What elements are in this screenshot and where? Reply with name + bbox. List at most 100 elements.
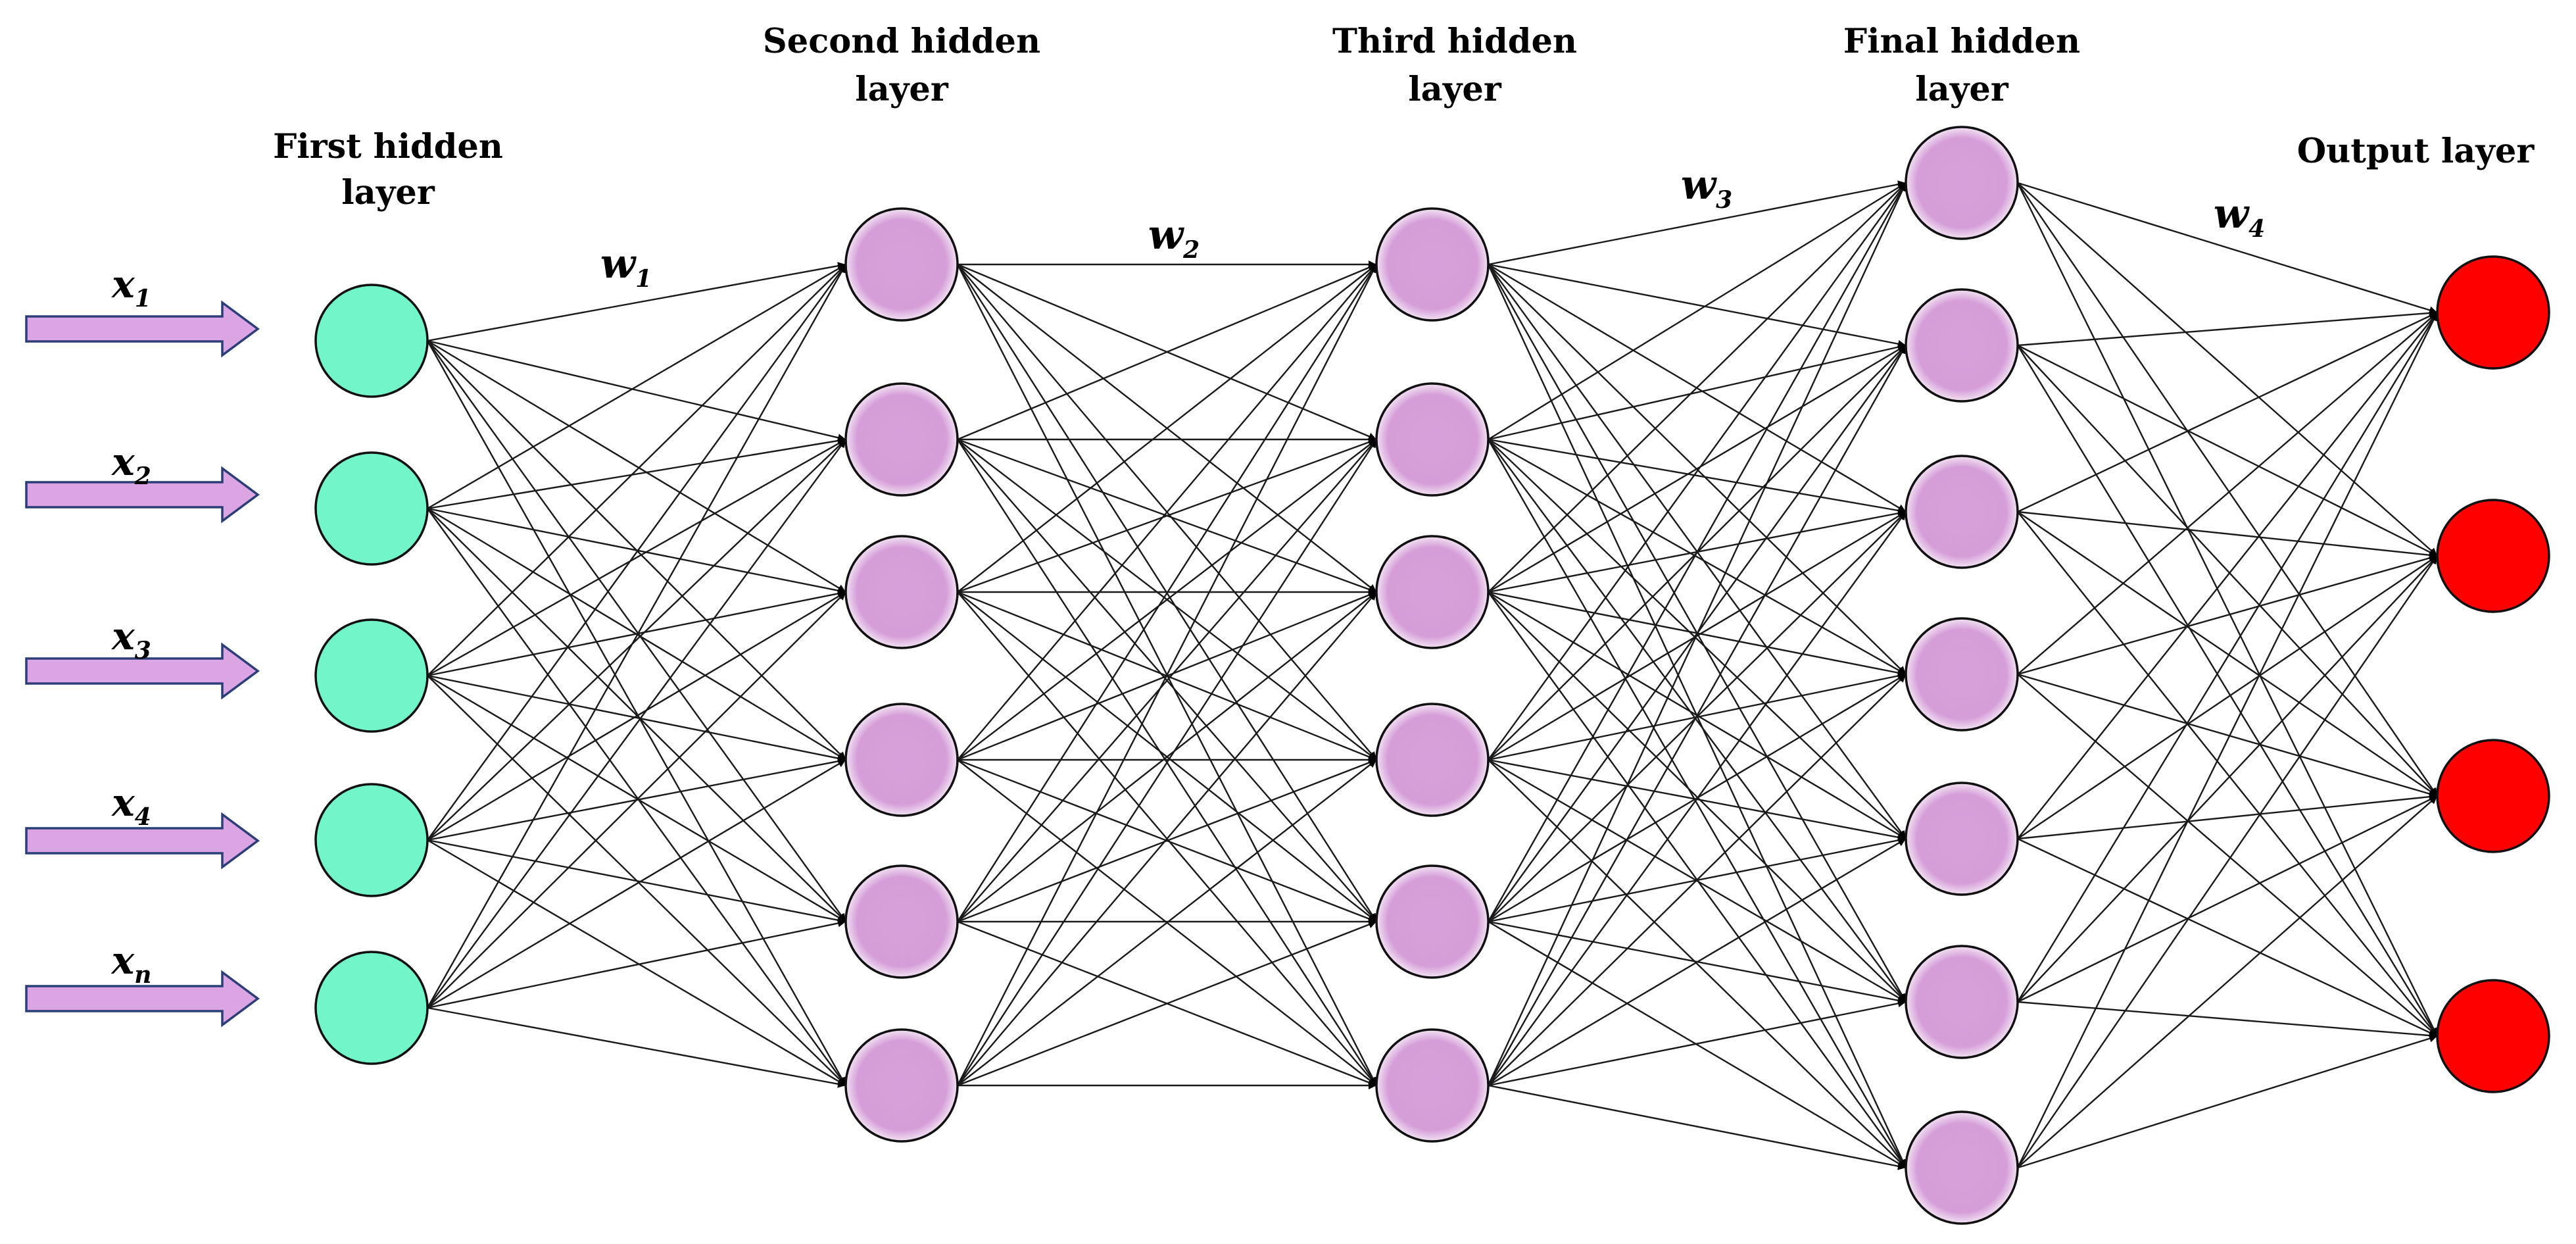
weight-label-2: w2 bbox=[1148, 211, 1200, 264]
neuron-layer-4-4 bbox=[1905, 617, 2019, 732]
neuron-layer-1-3 bbox=[314, 618, 429, 733]
weight-label-1: w1 bbox=[600, 239, 652, 293]
edge-l4-n2-to-l5-n3 bbox=[2017, 345, 2438, 797]
neuron-layer-1-4 bbox=[314, 783, 429, 897]
neuron-layer-5-3 bbox=[2436, 739, 2550, 853]
edge-l4-n5-to-l5-n3 bbox=[2017, 793, 2438, 840]
edge-l1-n5-to-l2-n2 bbox=[427, 439, 846, 1008]
layer-5-title-line-1: Output layer bbox=[2297, 132, 2535, 171]
edge-l2-n5-to-l3-n2 bbox=[957, 439, 1377, 922]
edge-l2-n2-to-l3-n1 bbox=[957, 263, 1377, 441]
edge-l3-n6-to-l4-n7 bbox=[1488, 1084, 1907, 1170]
edge-l1-n2-to-l2-n2 bbox=[427, 437, 846, 510]
neuron-layer-1-1 bbox=[314, 284, 429, 398]
edge-l2-n6-to-l3-n1 bbox=[956, 264, 1378, 1086]
input-label-3: x3 bbox=[110, 614, 151, 664]
edge-l1-n1-to-l2-n2 bbox=[427, 339, 846, 442]
edge-l3-n6-to-l4-n5 bbox=[1488, 837, 1907, 1087]
input-arrow-1 bbox=[25, 300, 260, 358]
neuron-layer-3-5 bbox=[1375, 864, 1490, 979]
edge-l4-n4-to-l5-n2 bbox=[2017, 554, 2438, 676]
input-arrow-2 bbox=[25, 466, 260, 524]
edge-l2-n4-to-l3-n2 bbox=[957, 439, 1377, 760]
edge-l4-n6-to-l5-n1 bbox=[2016, 312, 2439, 1003]
edge-l4-n3-to-l5-n1 bbox=[2017, 311, 2438, 513]
edge-l1-n4-to-l2-n1 bbox=[427, 264, 846, 841]
layer-5-nodes bbox=[2436, 255, 2550, 1093]
edge-l3-n4-to-l4-n1 bbox=[1488, 182, 1907, 760]
edge-l3-n2-to-l4-n7 bbox=[1487, 439, 1907, 1168]
layer-2-nodes bbox=[844, 207, 959, 1143]
layer-4-title-line-1: Final hidden bbox=[1843, 22, 2080, 61]
input-label-4: x4 bbox=[110, 780, 151, 831]
input-arrow-4 bbox=[25, 812, 260, 870]
edge-l4-n2-to-l5-n1 bbox=[2017, 309, 2438, 347]
edge-l3-n4-to-l4-n7 bbox=[1488, 759, 1907, 1168]
layer-3-title-line-2: layer bbox=[1408, 70, 1502, 109]
input-4: x4 bbox=[25, 780, 260, 870]
neuron-layer-1-2 bbox=[314, 451, 429, 566]
edge-l3-n2-to-l4-n6 bbox=[1488, 439, 1907, 1003]
neuron-layer-5-2 bbox=[2436, 499, 2550, 613]
layer-4-title-line-2: layer bbox=[1915, 70, 2009, 109]
layer-3-title-line-1: Third hidden bbox=[1332, 22, 1577, 61]
edge-l3-n6-to-l4-n2 bbox=[1487, 345, 1907, 1086]
edge-l3-n3-to-l4-n6 bbox=[1488, 591, 1907, 1003]
input-label-5: xn bbox=[110, 938, 152, 989]
input-1: x1 bbox=[25, 262, 260, 358]
edge-l3-n2-to-l4-n1 bbox=[1488, 182, 1907, 441]
neuron-layer-5-4 bbox=[2436, 979, 2550, 1093]
edge-l3-n1-to-l4-n1 bbox=[1488, 180, 1907, 266]
edge-l3-n2-to-l4-n5 bbox=[1488, 439, 1907, 839]
neuron-layer-4-3 bbox=[1905, 455, 2019, 569]
edge-l4-n3-to-l5-n4 bbox=[2017, 511, 2438, 1037]
layer-2-title-line-2: layer bbox=[855, 70, 949, 109]
neuron-layer-3-3 bbox=[1375, 535, 1490, 649]
weight-labels: w1 w2 w3 w4 bbox=[600, 161, 2265, 293]
neuron-layer-1-5 bbox=[314, 951, 429, 1065]
edge-l4-n4-to-l5-n1 bbox=[2017, 312, 2438, 675]
neuron-layer-4-7 bbox=[1905, 1110, 2019, 1225]
edge-l3-n6-to-l4-n6 bbox=[1488, 999, 1907, 1087]
input-label-2: x2 bbox=[110, 439, 151, 490]
edge-l3-n3-to-l4-n2 bbox=[1488, 344, 1907, 593]
edge-l1-n1-to-l2-n5 bbox=[427, 340, 846, 922]
edge-l4-n5-to-l5-n1 bbox=[2017, 312, 2438, 839]
edge-l1-n1-to-l2-n6 bbox=[426, 340, 847, 1086]
edge-l1-n1-to-l2-n3 bbox=[427, 339, 846, 593]
neuron-layer-4-6 bbox=[1905, 945, 2019, 1059]
input-3: x3 bbox=[25, 614, 260, 700]
edge-l4-n6-to-l5-n4 bbox=[2017, 1001, 2438, 1040]
input-5: xn bbox=[25, 938, 260, 1028]
neuron-layer-4-2 bbox=[1905, 288, 2019, 403]
layer-3-nodes bbox=[1375, 207, 1490, 1143]
edge-l1-n3-to-l2-n2 bbox=[427, 438, 846, 677]
edge-l2-n4-to-l3-n1 bbox=[957, 264, 1377, 760]
edge-l1-n3-to-l2-n5 bbox=[427, 674, 846, 923]
edge-l1-n4-to-l2-n6 bbox=[427, 839, 846, 1087]
neuron-layer-5-1 bbox=[2436, 255, 2550, 370]
edge-l1-n5-to-l2-n3 bbox=[427, 591, 846, 1008]
edge-l4-n7-to-l5-n4 bbox=[2017, 1034, 2438, 1169]
neuron-layer-2-3 bbox=[844, 535, 959, 649]
connection-edges bbox=[426, 180, 2439, 1170]
edge-l3-n6-to-l4-n4 bbox=[1488, 674, 1907, 1086]
input-arrow-5 bbox=[25, 970, 260, 1028]
neuron-layer-3-6 bbox=[1375, 1028, 1490, 1143]
edge-l2-n3-to-l3-n1 bbox=[957, 264, 1377, 593]
edge-l1-n5-to-l2-n6 bbox=[427, 1007, 846, 1088]
edge-l1-n5-to-l2-n1 bbox=[426, 264, 847, 1008]
edge-l3-n6-to-l4-n1 bbox=[1487, 182, 1907, 1086]
layer-2-title-line-1: Second hidden bbox=[763, 22, 1040, 61]
edge-l4-n1-to-l5-n4 bbox=[2016, 182, 2439, 1037]
weight-label-4: w4 bbox=[2214, 189, 2265, 243]
neuron-nodes bbox=[314, 126, 2550, 1225]
edge-l4-n4-to-l5-n4 bbox=[2017, 674, 2438, 1037]
input-label-1: x1 bbox=[110, 262, 151, 312]
layer-1-title-line-2: layer bbox=[341, 173, 435, 212]
layer-1-title-line-1: First hidden bbox=[273, 127, 503, 166]
edge-l2-n6-to-l3-n2 bbox=[956, 439, 1378, 1086]
edge-l1-n3-to-l2-n1 bbox=[427, 264, 846, 676]
weight-label-3: w3 bbox=[1681, 161, 1732, 214]
